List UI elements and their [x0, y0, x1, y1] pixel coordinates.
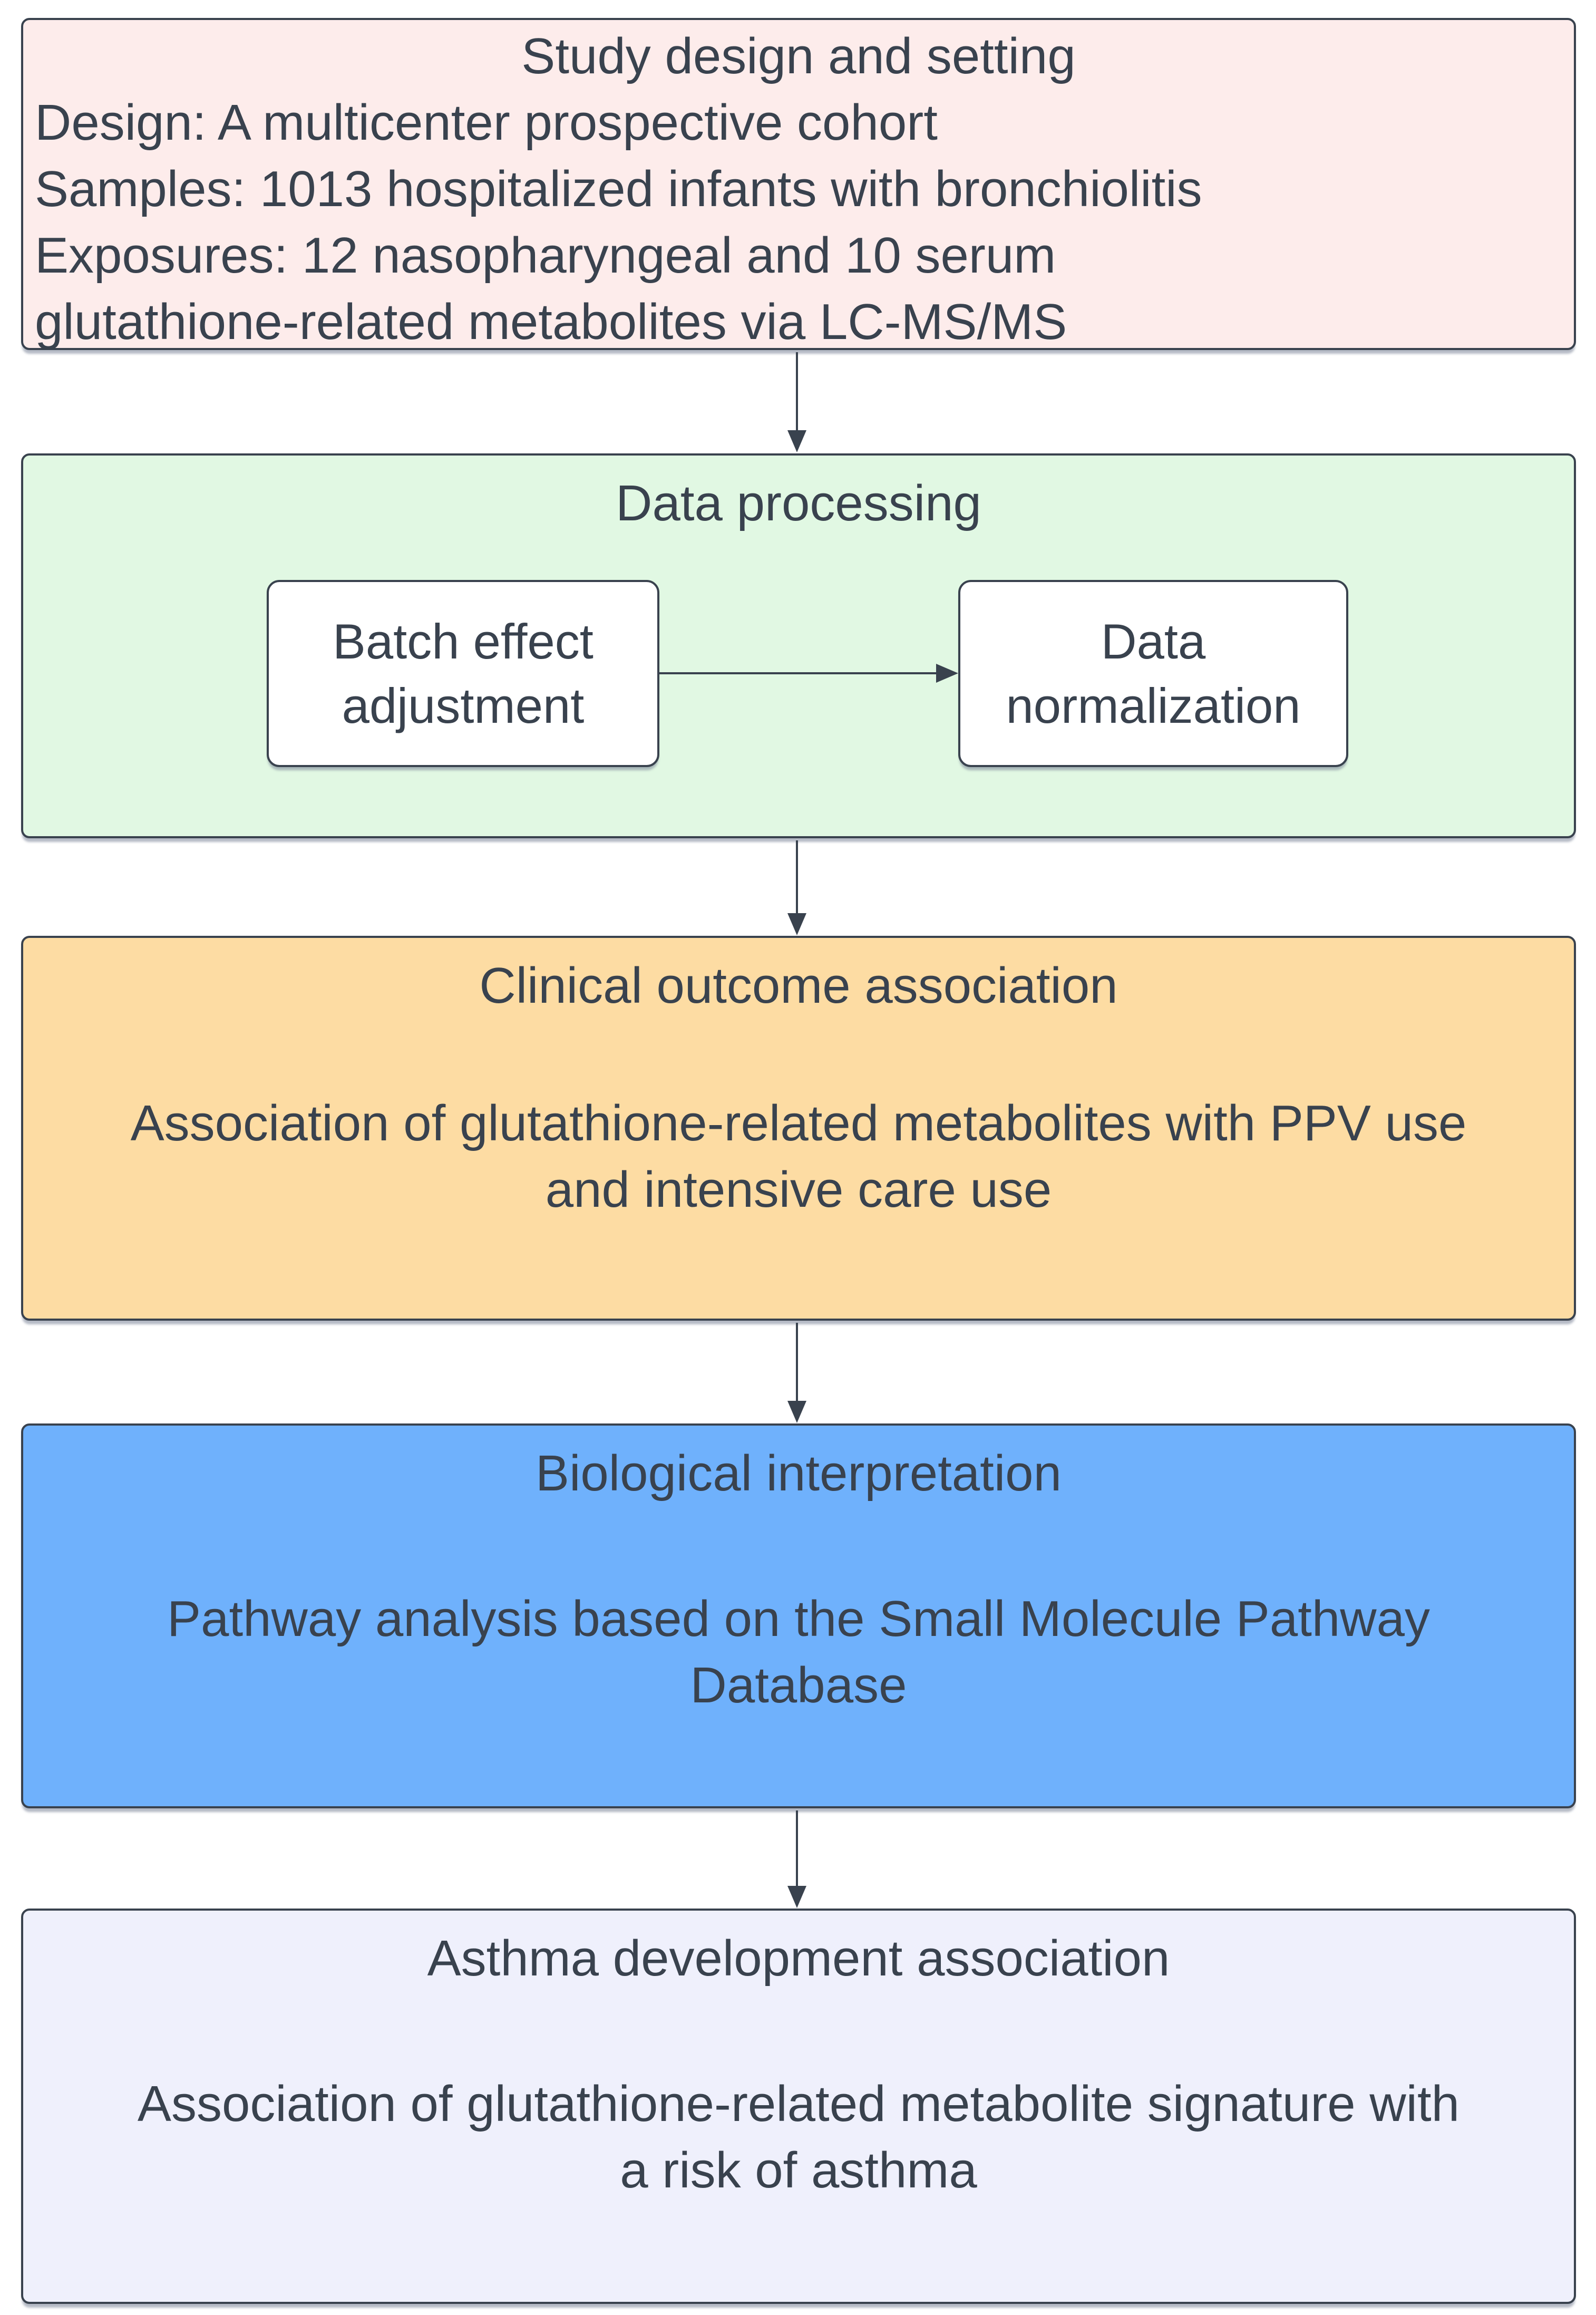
arrowhead-icon	[787, 1401, 806, 1423]
step-label-line: Data	[1101, 613, 1206, 669]
clinical-outcome-node: Clinical outcome association Association…	[21, 936, 1576, 1321]
connector-arrow-down-icon	[787, 1810, 806, 1908]
data-processing-node: Data processing Batch effect adjustment …	[21, 453, 1576, 838]
study-design-node: Study design and setting Design: A multi…	[21, 18, 1576, 350]
data-normalization-node: Data normalization	[958, 580, 1348, 767]
asthma-development-title: Asthma development association	[427, 1930, 1170, 1987]
clinical-outcome-line: and intensive care use	[545, 1161, 1052, 1218]
arrowhead-icon	[787, 430, 806, 452]
step-label-line: Batch effect	[333, 613, 593, 669]
clinical-outcome-body: Association of glutathione-related metab…	[23, 1090, 1574, 1223]
asthma-development-node: Asthma development association Associati…	[21, 1909, 1576, 2304]
biological-interpretation-line: Database	[690, 1657, 907, 1713]
arrowhead-icon	[787, 913, 806, 935]
biological-interpretation-body: Pathway analysis based on the Small Mole…	[23, 1586, 1574, 1719]
connector-arrow-down-icon	[787, 352, 806, 452]
arrowhead-icon	[787, 1886, 806, 1908]
study-design-line: Samples: 1013 hospitalized infants with …	[35, 161, 1202, 217]
study-design-line: Design: A multicenter prospective cohort	[35, 94, 938, 151]
clinical-outcome-title: Clinical outcome association	[479, 957, 1118, 1014]
biological-interpretation-title: Biological interpretation	[536, 1445, 1062, 1502]
data-processing-title: Data processing	[616, 475, 981, 531]
batch-effect-adjustment-node: Batch effect adjustment	[267, 580, 659, 767]
asthma-development-body: Association of glutathione-related metab…	[23, 2071, 1574, 2204]
clinical-outcome-line: Association of glutathione-related metab…	[130, 1095, 1467, 1151]
arrowhead-icon	[936, 664, 958, 683]
step-label-line: adjustment	[342, 677, 585, 733]
connector-arrow-down-icon	[787, 840, 806, 935]
step-label-line: normalization	[1006, 677, 1301, 733]
study-design-line: Exposures: 12 nasopharyngeal and 10 seru…	[35, 227, 1056, 284]
study-design-body: Design: A multicenter prospective cohort…	[23, 90, 1574, 355]
study-design-title: Study design and setting	[521, 28, 1076, 84]
biological-interpretation-node: Biological interpretation Pathway analys…	[21, 1423, 1576, 1808]
biological-interpretation-line: Pathway analysis based on the Small Mole…	[167, 1591, 1430, 1647]
asthma-development-line: Association of glutathione-related metab…	[137, 2076, 1460, 2132]
connector-arrow-down-icon	[787, 1323, 806, 1423]
connector-arrow-right-icon	[659, 664, 958, 683]
asthma-development-line: a risk of asthma	[620, 2142, 977, 2198]
study-design-line: glutathione-related metabolites via LC-M…	[35, 294, 1067, 350]
